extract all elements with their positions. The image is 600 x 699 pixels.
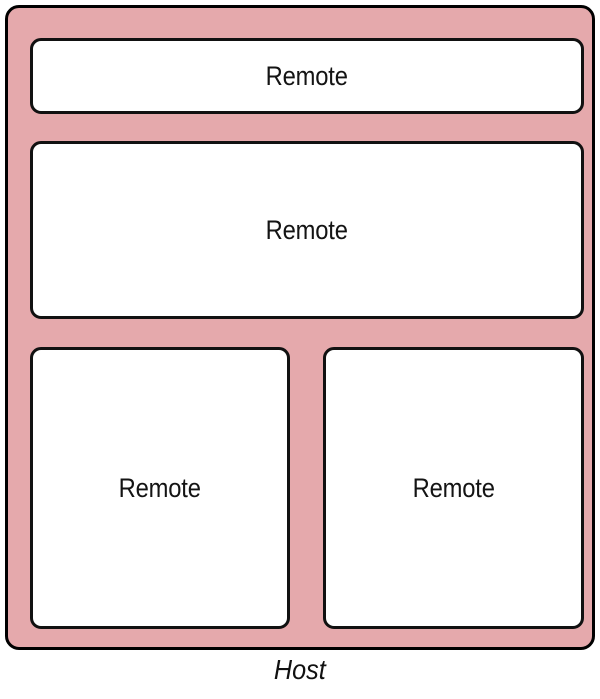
remote-box-top-label: Remote	[265, 60, 349, 91]
host-caption-text: Host	[274, 654, 326, 685]
remote-box-bottom-right[interactable]: Remote	[323, 347, 584, 629]
remote-box-middle-label: Remote	[265, 214, 349, 245]
host-container: Remote Remote Remote Remote	[5, 5, 595, 650]
remote-box-top[interactable]: Remote	[30, 38, 584, 114]
remote-box-bottom-right-label: Remote	[412, 472, 495, 503]
remote-box-bottom-left-label: Remote	[118, 472, 202, 503]
host-caption: Host	[0, 654, 600, 686]
remote-box-bottom-left[interactable]: Remote	[30, 347, 290, 629]
remote-box-middle[interactable]: Remote	[30, 141, 584, 319]
